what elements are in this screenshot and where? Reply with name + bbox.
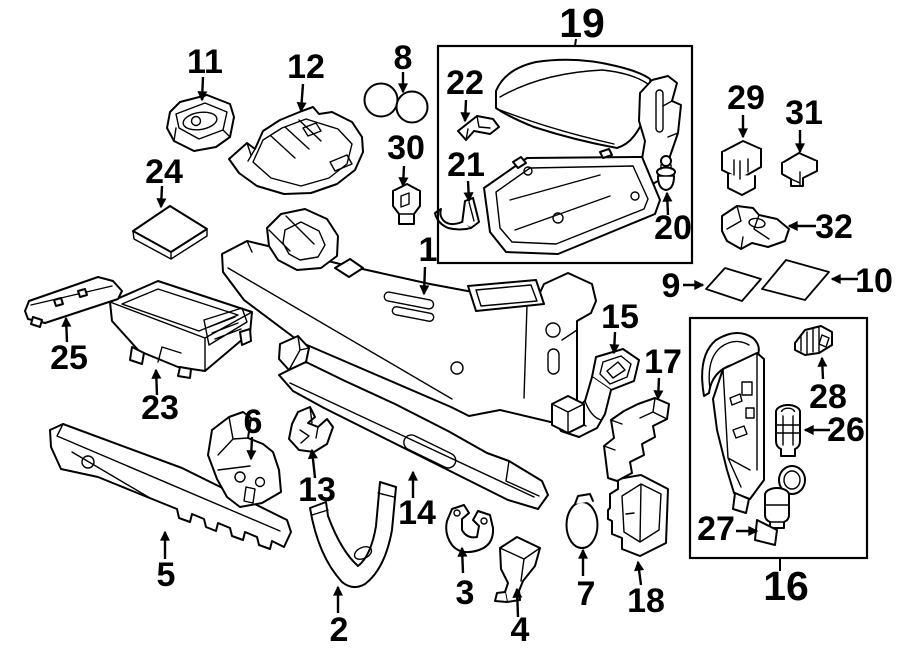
callout-arrow-3	[457, 546, 468, 574]
callout-label-10: 10	[855, 262, 893, 300]
callout-label-22: 22	[446, 64, 484, 102]
callout-label-4: 4	[511, 611, 530, 649]
callout-label-25: 25	[50, 339, 88, 377]
callout-label-6: 6	[244, 403, 263, 441]
part-14-mounting-rail	[278, 335, 549, 510]
part-21-hinge-tray	[434, 148, 661, 255]
part-7-cap	[565, 493, 599, 549]
callout-arrow-18	[634, 560, 645, 586]
callout-label-26: 26	[827, 411, 865, 449]
callout-label-24: 24	[145, 153, 183, 191]
callout-label-14: 14	[398, 494, 436, 532]
callout-label-23: 23	[141, 389, 179, 427]
callout-label-27: 27	[697, 510, 735, 548]
callout-arrow-23	[151, 368, 162, 396]
part-3-clamp	[445, 504, 495, 554]
callout-label-30: 30	[387, 129, 425, 167]
part-22-latch	[457, 115, 500, 141]
part-12-trim-panel	[228, 106, 364, 195]
callout-label-29: 29	[727, 79, 765, 117]
part-26-power-socket	[775, 404, 801, 457]
callout-label-21: 21	[447, 146, 485, 184]
part-28-switch	[794, 325, 833, 356]
callout-label-31: 31	[785, 94, 823, 132]
callout-arrow-22	[460, 99, 471, 123]
callout-label-1: 1	[419, 231, 438, 269]
callout-label-13: 13	[298, 471, 336, 509]
callout-label-8: 8	[394, 39, 413, 77]
armrest-assembly-box	[436, 44, 694, 265]
part-11-console-tray	[166, 94, 235, 152]
part-23-storage-bin	[109, 280, 253, 379]
callout-arrow-24	[156, 185, 167, 209]
part-16-rear-trim-panel	[701, 332, 765, 514]
callout-label-5: 5	[157, 556, 176, 594]
callout-arrow-1	[419, 266, 430, 296]
callout-arrow-11	[197, 76, 208, 102]
part-10-pad	[761, 259, 830, 301]
callout-label-15: 15	[601, 298, 639, 336]
part-31-clip	[781, 152, 818, 187]
rear-trim-assembly-box	[688, 316, 869, 560]
callout-label-28: 28	[809, 378, 847, 416]
callout-label-16: 16	[763, 563, 809, 609]
callout-label-17: 17	[644, 343, 682, 381]
part-18-rear-pocket	[607, 474, 669, 557]
part-17-step-bracket	[603, 397, 670, 482]
callout-label-9: 9	[662, 267, 681, 305]
callout-label-3: 3	[456, 574, 475, 612]
part-13-clip	[288, 406, 334, 453]
callout-label-32: 32	[815, 208, 853, 246]
part-27-power-outlet	[754, 465, 806, 546]
callout-arrow-21	[463, 180, 474, 203]
callout-arrow-12	[296, 83, 307, 113]
callout-arrow-15	[609, 331, 620, 355]
part-8-cupholder-liner	[363, 82, 429, 124]
callout-arrow-30	[398, 165, 409, 188]
callout-label-11: 11	[187, 43, 223, 81]
part-20-bumper	[656, 155, 676, 191]
callout-label-19: 19	[559, 0, 605, 46]
callout-label-2: 2	[330, 611, 349, 649]
part-5-side-trim-panel	[49, 423, 292, 550]
part-2-support-bracket	[309, 481, 397, 588]
callout-arrow-6	[246, 436, 257, 461]
callout-label-18: 18	[627, 582, 665, 620]
callout-arrow-28	[817, 356, 828, 380]
callout-label-12: 12	[287, 48, 325, 86]
callout-connector-19	[574, 38, 577, 47]
callout-arrow-4	[512, 587, 523, 618]
callout-label-7: 7	[577, 575, 596, 613]
part-32-bracket	[721, 205, 790, 250]
part-24-liner-mat	[132, 205, 208, 260]
part-6-bracket	[207, 411, 282, 508]
part-9-pad	[705, 267, 762, 302]
part-29-switch	[721, 140, 762, 196]
part-15-air-duct	[551, 348, 640, 438]
callout-arrow-17	[653, 377, 664, 401]
part-25-sill-strip	[24, 276, 123, 328]
callout-arrow-25	[61, 316, 72, 343]
callout-arrow-13	[307, 448, 318, 479]
callout-label-20: 20	[654, 209, 692, 247]
callout-arrow-20	[662, 191, 673, 216]
part-1-console-body	[221, 208, 597, 425]
